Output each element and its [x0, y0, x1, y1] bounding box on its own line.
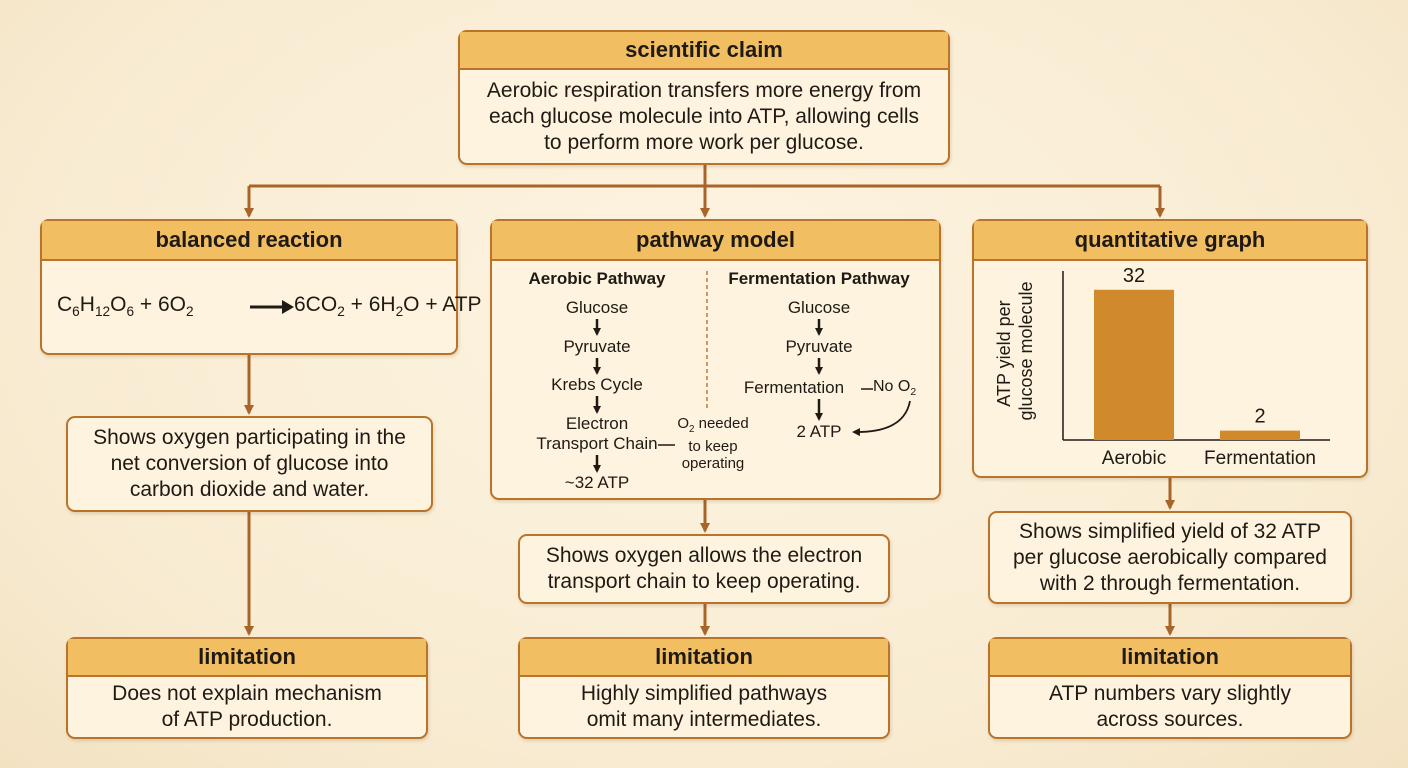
y-axis-label: ATP yield per glucose molecule [994, 281, 1036, 420]
claim-text: Aerobic respiration transfers more energ… [486, 78, 922, 154]
fermentation-step-glucose: Glucose [787, 298, 851, 317]
graph-limitation-header: limitation [990, 639, 1350, 677]
value-label-fermentation: 2 [1254, 406, 1265, 428]
pathway-header: pathway model [492, 221, 939, 261]
reaction-explanation: Shows oxygen participating in the net co… [66, 416, 433, 512]
aerobic-step-glucose: Glucose [565, 298, 629, 317]
atp-yield-chart: ATP yield per glucose molecule 32Aerobic… [994, 265, 1330, 469]
equation-reactants: C6H12O6 + 6O2 [57, 293, 194, 320]
aerobic-step-transport-chain: Transport Chain [536, 434, 658, 453]
equation-products: 6CO2 + 6H2O + ATP [294, 293, 482, 320]
aerobic-step-krebs: Krebs Cycle [551, 375, 643, 394]
aerobic-step-atp: ~32 ATP [564, 473, 630, 492]
pathway-arrows [593, 271, 911, 473]
pathway-limitation-box: limitation Highly simplified pathways om… [518, 637, 890, 739]
pathway-box: pathway model Aerobic Pathway Glucose Py… [490, 219, 941, 500]
fermentation-pathway-title: Fermentation Pathway [728, 269, 910, 288]
fermentation-step-pyruvate: Pyruvate [785, 337, 853, 356]
graph-header: quantitative graph [974, 221, 1366, 261]
category-label-aerobic: Aerobic [1102, 448, 1166, 469]
pathway-limitation-text: Highly simplified pathways omit many int… [580, 682, 828, 731]
aerobic-pathway-title: Aerobic Pathway [528, 269, 666, 288]
graph-limitation-text: ATP numbers vary slightly across sources… [1049, 682, 1291, 731]
reaction-equation: C6H12O6 + 6O2 6CO2 + 6H2O + ATP [42, 261, 482, 353]
reaction-box: balanced reaction C6H12O6 + 6O2 6CO2 + 6… [40, 219, 482, 355]
claim-header: scientific claim [460, 32, 948, 70]
fermentation-step-atp: 2 ATP [796, 422, 842, 441]
graph-explanation: Shows simplified yield of 32 ATP per glu… [988, 511, 1352, 604]
value-label-aerobic: 32 [1123, 265, 1145, 287]
fermentation-step-fermentation: Fermentation [743, 378, 845, 397]
claim-box: scientific claim Aerobic respiration tra… [458, 30, 950, 165]
category-label-fermentation: Fermentation [1204, 448, 1316, 469]
reaction-limitation-box: limitation Does not explain mechanism of… [66, 637, 428, 739]
aerobic-step-electron: Electron [565, 414, 629, 433]
o2-needed-note: O2 needed to keep operating [668, 415, 758, 472]
no-o2-label: No O2 [873, 378, 917, 399]
reaction-limitation-header: limitation [68, 639, 426, 677]
o2-note-line2: to keep [688, 438, 738, 455]
o2-note-line3: operating [681, 455, 745, 472]
pathway-limitation-header: limitation [520, 639, 888, 677]
reaction-header: balanced reaction [42, 221, 456, 261]
pathway-diagram: Aerobic Pathway Glucose Pyruvate Krebs C… [492, 261, 939, 498]
bar-aerobic [1094, 289, 1174, 440]
aerobic-step-pyruvate: Pyruvate [563, 337, 631, 356]
pathway-explanation: Shows oxygen allows the electron transpo… [518, 534, 890, 604]
reaction-limitation-text: Does not explain mechanism of ATP produc… [112, 682, 382, 731]
graph-box: quantitative graph ATP yield per glucose… [972, 219, 1368, 478]
bar-fermentation [1220, 430, 1300, 440]
reaction-arrow-icon [250, 300, 294, 314]
graph-limitation-box: limitation ATP numbers vary slightly acr… [988, 637, 1352, 739]
